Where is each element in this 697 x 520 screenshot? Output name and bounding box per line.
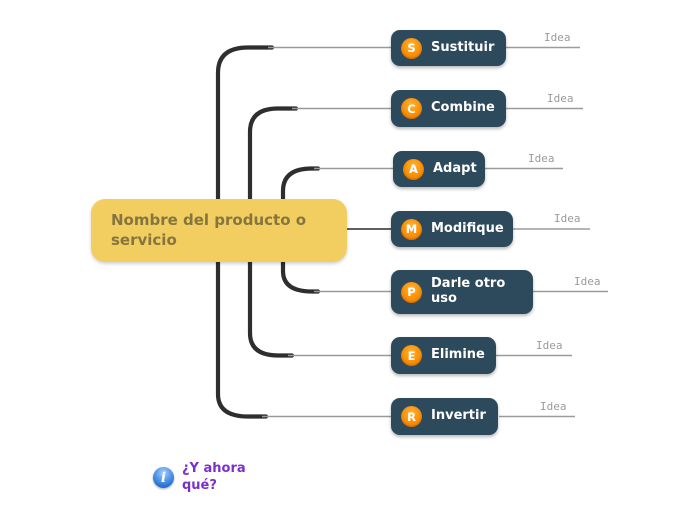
topic-modifique[interactable]: M Modifique xyxy=(391,211,513,247)
topic-label: Sustituir xyxy=(431,39,495,55)
connector-elimine-elbow xyxy=(247,233,295,358)
connector-invertir-elbow xyxy=(215,233,269,419)
connector-darle-elbow xyxy=(280,233,321,294)
floating-note-label: ¿Y ahora qué? xyxy=(182,461,246,493)
idea-placeholder-sustituir[interactable]: Idea xyxy=(544,31,571,44)
badge-m-icon: M xyxy=(401,218,422,240)
connector-adapt-elbow xyxy=(280,166,321,229)
badge-a-icon: A xyxy=(403,158,424,180)
topic-label: Modifique xyxy=(431,220,504,236)
idea-placeholder-elimine[interactable]: Idea xyxy=(536,339,563,352)
badge-p-icon: P xyxy=(401,281,422,303)
info-icon[interactable]: i xyxy=(153,467,174,488)
badge-r-icon: R xyxy=(401,406,422,427)
badge-e-icon: E xyxy=(401,345,422,366)
topic-label: Invertir xyxy=(431,408,486,424)
topic-sustituir[interactable]: S Sustituir xyxy=(391,30,506,66)
topic-label: Elimine xyxy=(431,347,485,363)
connector-sustituir-elbow xyxy=(215,45,275,229)
connector-combine-elbow xyxy=(247,106,299,229)
topic-label: Adapt xyxy=(433,160,477,176)
idea-placeholder-combine[interactable]: Idea xyxy=(547,92,574,105)
topic-darle-otro-uso[interactable]: P Darle otro uso xyxy=(391,270,533,314)
idea-placeholder-darle[interactable]: Idea xyxy=(574,275,601,288)
topic-invertir[interactable]: R Invertir xyxy=(391,398,498,435)
badge-c-icon: C xyxy=(401,98,422,119)
topic-label: Darle otro uso xyxy=(431,276,506,306)
topic-elimine[interactable]: E Elimine xyxy=(391,337,496,374)
topic-combine[interactable]: C Combine xyxy=(391,90,506,127)
badge-s-icon: S xyxy=(401,37,422,59)
topic-adapt[interactable]: A Adapt xyxy=(393,151,485,187)
central-topic[interactable]: Nombre del producto o servicio xyxy=(91,199,347,262)
floating-note[interactable]: i ¿Y ahora qué? xyxy=(153,461,254,495)
idea-placeholder-adapt[interactable]: Idea xyxy=(528,152,555,165)
central-topic-label: Nombre del producto o servicio xyxy=(111,211,307,250)
idea-placeholder-invertir[interactable]: Idea xyxy=(540,400,567,413)
topic-label: Combine xyxy=(431,100,495,116)
idea-placeholder-modifique[interactable]: Idea xyxy=(554,212,581,225)
